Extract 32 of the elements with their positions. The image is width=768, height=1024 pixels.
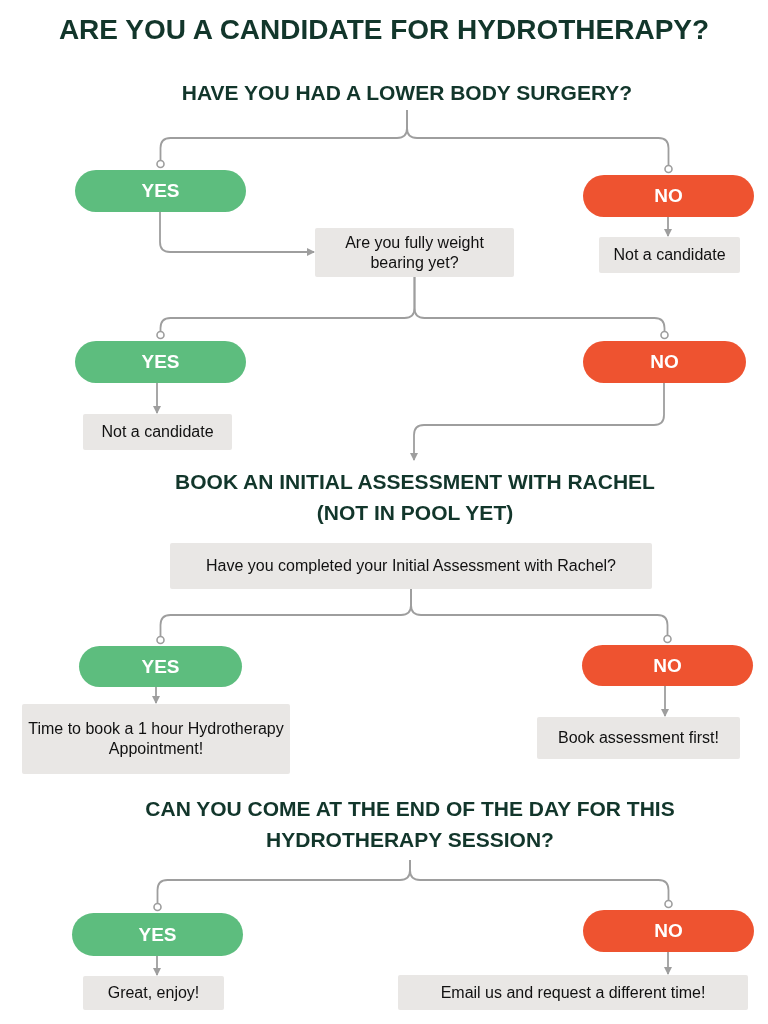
yes-pill: YES [72,913,243,956]
connector [406,109,673,174]
connector [152,686,160,704]
connector [409,859,673,909]
answer-box: Not a candidate [599,237,740,273]
no-pill: NO [583,175,754,217]
answer-box: Book assessment first! [537,717,740,759]
title: ARE YOU A CANDIDATE FOR HYDROTHERAPY? [57,14,711,46]
yes-pill: YES [75,170,246,212]
connector [664,216,672,237]
connector [664,951,672,975]
no-pill: NO [582,645,753,686]
answer-box: Email us and request a different time! [398,975,748,1010]
no-pill: NO [583,910,754,952]
answer-box: Great, enjoy! [83,976,224,1010]
yes-pill: YES [79,646,242,687]
connector [661,685,669,717]
no-pill: NO [583,341,746,383]
connector [413,276,669,340]
connector [153,955,161,976]
step-heading: CAN YOU COME AT THE END OF THE DAY FOR THIS HYDROTHERAPY SESSION? [110,788,710,860]
step-heading: HAVE YOU HAD A LOWER BODY SURGERY? [84,76,730,110]
step-heading: BOOK AN INITIAL ASSESSMENT WITH RACHEL (NOT IN POOL YET) [150,462,680,532]
answer-box: Are you fully weight bearing yet? [315,228,514,277]
answer-box: Time to book a 1 hour Hydrotherapy Appointment! [22,704,290,774]
connector [159,211,315,256]
connector [153,382,161,414]
answer-box: Not a candidate [83,414,232,450]
yes-pill: YES [75,341,246,383]
answer-box: Have you completed your Initial Assessment with Rachel? [170,543,652,589]
connector [410,588,672,644]
connector [410,382,665,461]
